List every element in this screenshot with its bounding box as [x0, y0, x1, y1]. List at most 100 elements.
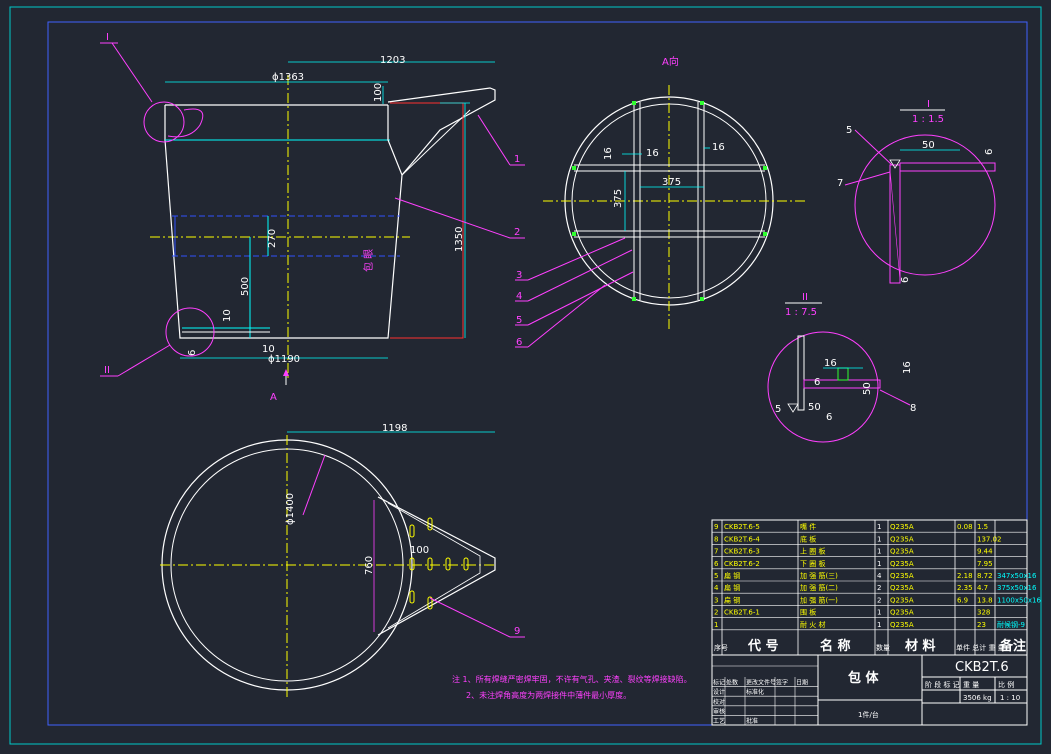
- parts-cell-code: CKB2T.6-4: [724, 535, 760, 543]
- detail-II-tag: II: [104, 365, 110, 376]
- parts-cell-code: CKB2T.6-1: [724, 609, 760, 617]
- parts-cell-total: 4.7: [977, 584, 988, 592]
- title-block-cell: 标准化: [746, 688, 764, 696]
- parts-cell-code: 扁 钢: [724, 595, 740, 604]
- detail-I-circle-large: [854, 134, 996, 276]
- detail-II-dim-50a: 50: [862, 382, 873, 395]
- parts-cell-material: Q235A: [890, 572, 914, 580]
- title-block-cell: 审核: [713, 707, 725, 715]
- parts-cell-no: 9: [714, 523, 718, 531]
- title-block: 标记处数更改文件号签字日期设计标准化校对审核工艺批准 CKB2T.6 包 体 1…: [711, 654, 1028, 726]
- title-block-cell: 更改文件号: [746, 679, 776, 687]
- detail-II-leader: [117, 344, 171, 377]
- elevation-view: 1203 ϕ1363 100 1350 270 500 ϕ1190 10 10 …: [100, 32, 525, 403]
- parts-cell-qty: 2: [877, 584, 881, 592]
- title-block-cell: 签字: [776, 679, 788, 687]
- parts-cell-remark: 347x50x16: [997, 572, 1037, 580]
- spout-inner: [401, 109, 471, 176]
- parts-cell-name: 加 强 筋(三): [800, 571, 838, 580]
- parts-cell-no: 5: [714, 572, 718, 580]
- dim-label-500: 500: [240, 277, 251, 296]
- detail-I-plate: [889, 164, 901, 284]
- detail-I-dim-6b: 6: [900, 277, 911, 283]
- detail-I-title: I: [927, 99, 930, 110]
- detail-II-dim-50b: 50: [808, 402, 821, 413]
- dim-label-height: 1350: [454, 227, 465, 252]
- parts-cell-name: 耐 火 材: [800, 620, 825, 629]
- spout-outline: [387, 87, 496, 177]
- title-block-cell: 批准: [746, 717, 758, 725]
- detail-I-part-label: 7: [837, 178, 843, 189]
- detail-II-rib: [837, 367, 849, 381]
- parts-cell-name: 加 强 筋(二): [800, 583, 838, 592]
- title-block-cell: 设计: [713, 688, 725, 696]
- parts-cell-no: 1: [714, 621, 718, 629]
- plan-spout: [377, 496, 496, 636]
- parts-cell-material: Q235A: [890, 609, 914, 617]
- parts-cell-name: 嘴 件: [800, 522, 816, 531]
- plan-view: 1198 ϕ1400 760 100 9: [160, 423, 525, 700]
- parts-header-remark: 备注: [999, 638, 1026, 654]
- parts-cell-material: Q235A: [890, 548, 914, 556]
- title-block-cell: 校对: [713, 698, 725, 706]
- parts-cell-total: 8.72: [977, 572, 993, 580]
- dim-label-375: 375: [662, 177, 681, 188]
- detail-I-bubble: [167, 108, 204, 138]
- parts-cell-no: 8: [714, 535, 718, 543]
- parts-cell-qty: 4: [877, 572, 882, 580]
- spout-slots: [409, 517, 469, 610]
- parts-cell-name: 下 圈 板: [800, 559, 825, 568]
- dim-label-1198: 1198: [382, 423, 407, 434]
- parts-cell-code: CKB2T.6-3: [724, 548, 760, 556]
- detail-II-dim-6a: 6: [814, 377, 820, 388]
- leader-part-1: [477, 114, 511, 166]
- detail-II-title: II: [802, 292, 808, 303]
- parts-cell-material: Q235A: [890, 560, 914, 568]
- parts-cell-total: 13.8: [977, 596, 993, 604]
- dim-label-16b: 16: [646, 148, 659, 159]
- scale-value: 1 : 10: [1000, 694, 1020, 702]
- leader-part-2: [394, 197, 511, 239]
- parts-cell-name: 围 板: [800, 608, 816, 617]
- dim-label-bottom-diameter: ϕ1190: [268, 354, 300, 365]
- parts-header-no: 序号: [714, 643, 728, 652]
- weld-marks: [572, 101, 767, 301]
- spout-red-lines: [390, 102, 464, 339]
- parts-cell-unit: 2.18: [957, 572, 973, 580]
- detail-II-scale: 1 : 7.5: [785, 307, 817, 318]
- title-block-cell: 工艺: [713, 717, 725, 725]
- parts-header-code: 代 号: [747, 638, 779, 654]
- parts-header-material: 材 料: [905, 638, 936, 654]
- parts-cell-no: 7: [714, 548, 718, 556]
- parts-cell-material: Q235A: [890, 523, 914, 531]
- section-A-view: A向 375 375 16 16 16: [515, 55, 805, 348]
- leader-part-2-label: 2: [514, 227, 520, 238]
- parts-cell-name: 上 圈 板: [800, 547, 825, 556]
- detail-II-circle: [165, 307, 215, 357]
- detail-II-dim-16a: 16: [824, 358, 837, 369]
- inner-frame: [47, 21, 1028, 726]
- parts-cell-no: 4: [714, 584, 719, 592]
- stage-label: 阶 段 标 记: [925, 680, 960, 689]
- drawing-number: CKB2T.6: [955, 660, 1009, 675]
- plan-diameter-leader: [302, 454, 326, 516]
- parts-cell-no: 3: [714, 596, 718, 604]
- dim-label-16a: 16: [603, 147, 614, 160]
- leader-part-9-label: 9: [514, 626, 520, 637]
- parts-header-qty: 数量: [876, 643, 890, 652]
- dim-label-16c: 16: [712, 142, 725, 153]
- scale-label: 比 例: [998, 680, 1014, 689]
- dim-label-6: 6: [187, 350, 198, 356]
- title-block-cell: 标记: [713, 679, 725, 687]
- dim-label-760: 760: [364, 556, 375, 575]
- parts-cell-total: 23: [977, 621, 986, 629]
- weight-value: 3506 kg: [963, 694, 992, 702]
- leader-part-6-label: 6: [516, 337, 522, 348]
- parts-cell-total: 1.5: [977, 523, 988, 531]
- hole-label: 包 眼: [362, 249, 375, 272]
- detail-I-view: I 1 : 1.5 50 6 6 5 7: [837, 99, 996, 284]
- section-leaders: [515, 237, 634, 348]
- parts-cell-material: Q235A: [890, 621, 914, 629]
- parts-cell-qty: 1: [877, 523, 881, 531]
